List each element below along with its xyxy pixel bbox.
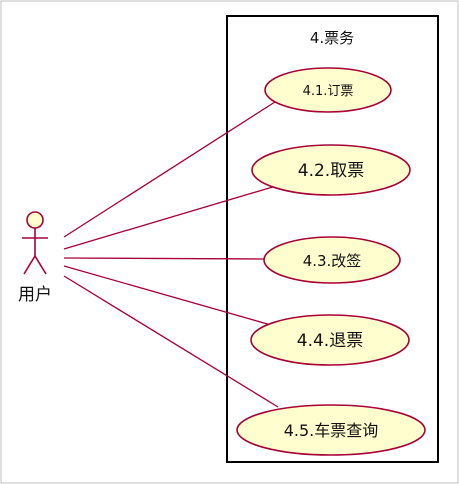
association-line-1 [63, 99, 279, 238]
use-case-ellipse [264, 67, 392, 113]
actor-right-leg [34, 255, 47, 275]
use-case-refund: 4.4.退票 [250, 314, 410, 366]
actor-label: 用户 [18, 285, 52, 305]
association-line-5 [63, 275, 279, 408]
use-case-ticket-query: 4.5.车票查询 [236, 404, 426, 456]
use-case-order: 4.1.订票 [264, 67, 392, 113]
use-case-label: 4.2.取票 [298, 161, 364, 181]
use-case-ellipse [250, 314, 410, 366]
use-case-collect: 4.2.取票 [251, 144, 411, 196]
use-case-change: 4.3.改签 [263, 236, 401, 284]
connectors [63, 99, 279, 408]
use-case-label: 4.3.改签 [303, 252, 362, 270]
actor-head [26, 211, 44, 229]
actor-left-leg [23, 255, 36, 275]
association-line-2 [63, 185, 277, 250]
use-case-label: 4.5.车票查询 [284, 421, 379, 440]
use-case-ellipse [251, 144, 411, 196]
use-case-ellipse [263, 236, 401, 284]
system-title: 4.票务 [310, 29, 354, 47]
use-case-label: 4.4.退票 [297, 331, 363, 351]
association-line-3 [63, 257, 265, 260]
actor-user: 用户 [18, 211, 52, 305]
association-line-4 [63, 265, 279, 328]
use-case-label: 4.1.订票 [303, 84, 354, 99]
use-case-ellipse [236, 404, 426, 456]
